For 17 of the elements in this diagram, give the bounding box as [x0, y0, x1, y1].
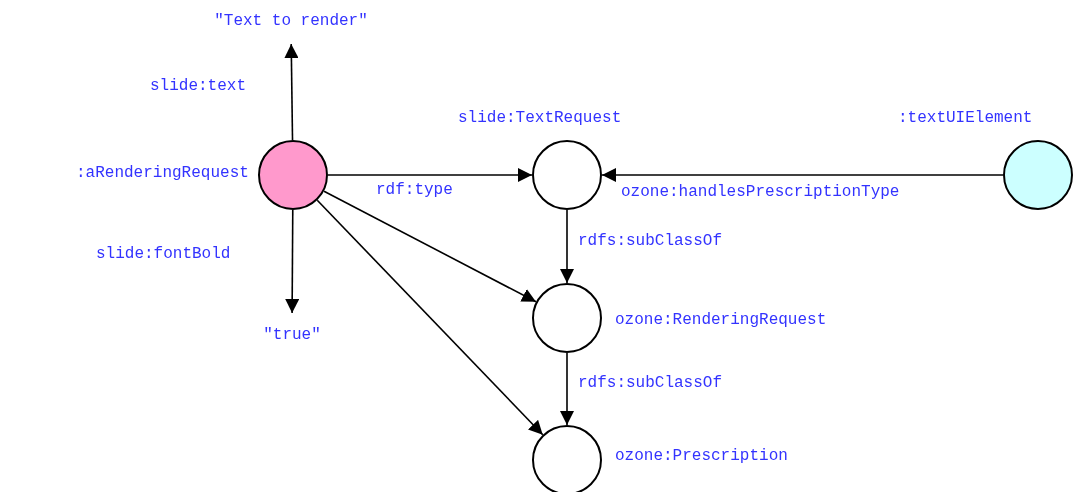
edge-label: ozone:handlesPrescriptionType — [621, 183, 900, 201]
arrow — [560, 209, 574, 284]
node-label: slide:TextRequest — [458, 109, 622, 127]
literal-text: "true" — [263, 326, 321, 344]
node-label: :textUIElement — [898, 109, 1033, 127]
arrow — [316, 199, 544, 436]
edge-label: rdf:type — [376, 181, 453, 199]
arrow — [327, 168, 533, 182]
arrow — [560, 352, 574, 426]
arrow — [285, 209, 300, 314]
arrow — [601, 168, 1004, 182]
node-label: :aRenderingRequest — [76, 164, 249, 182]
literal-text: "Text to render" — [214, 12, 368, 30]
node-label: ozone:RenderingRequest — [615, 311, 827, 329]
node-label: ozone:Prescription — [615, 447, 788, 465]
arrow — [323, 190, 537, 303]
arrow — [284, 43, 299, 141]
